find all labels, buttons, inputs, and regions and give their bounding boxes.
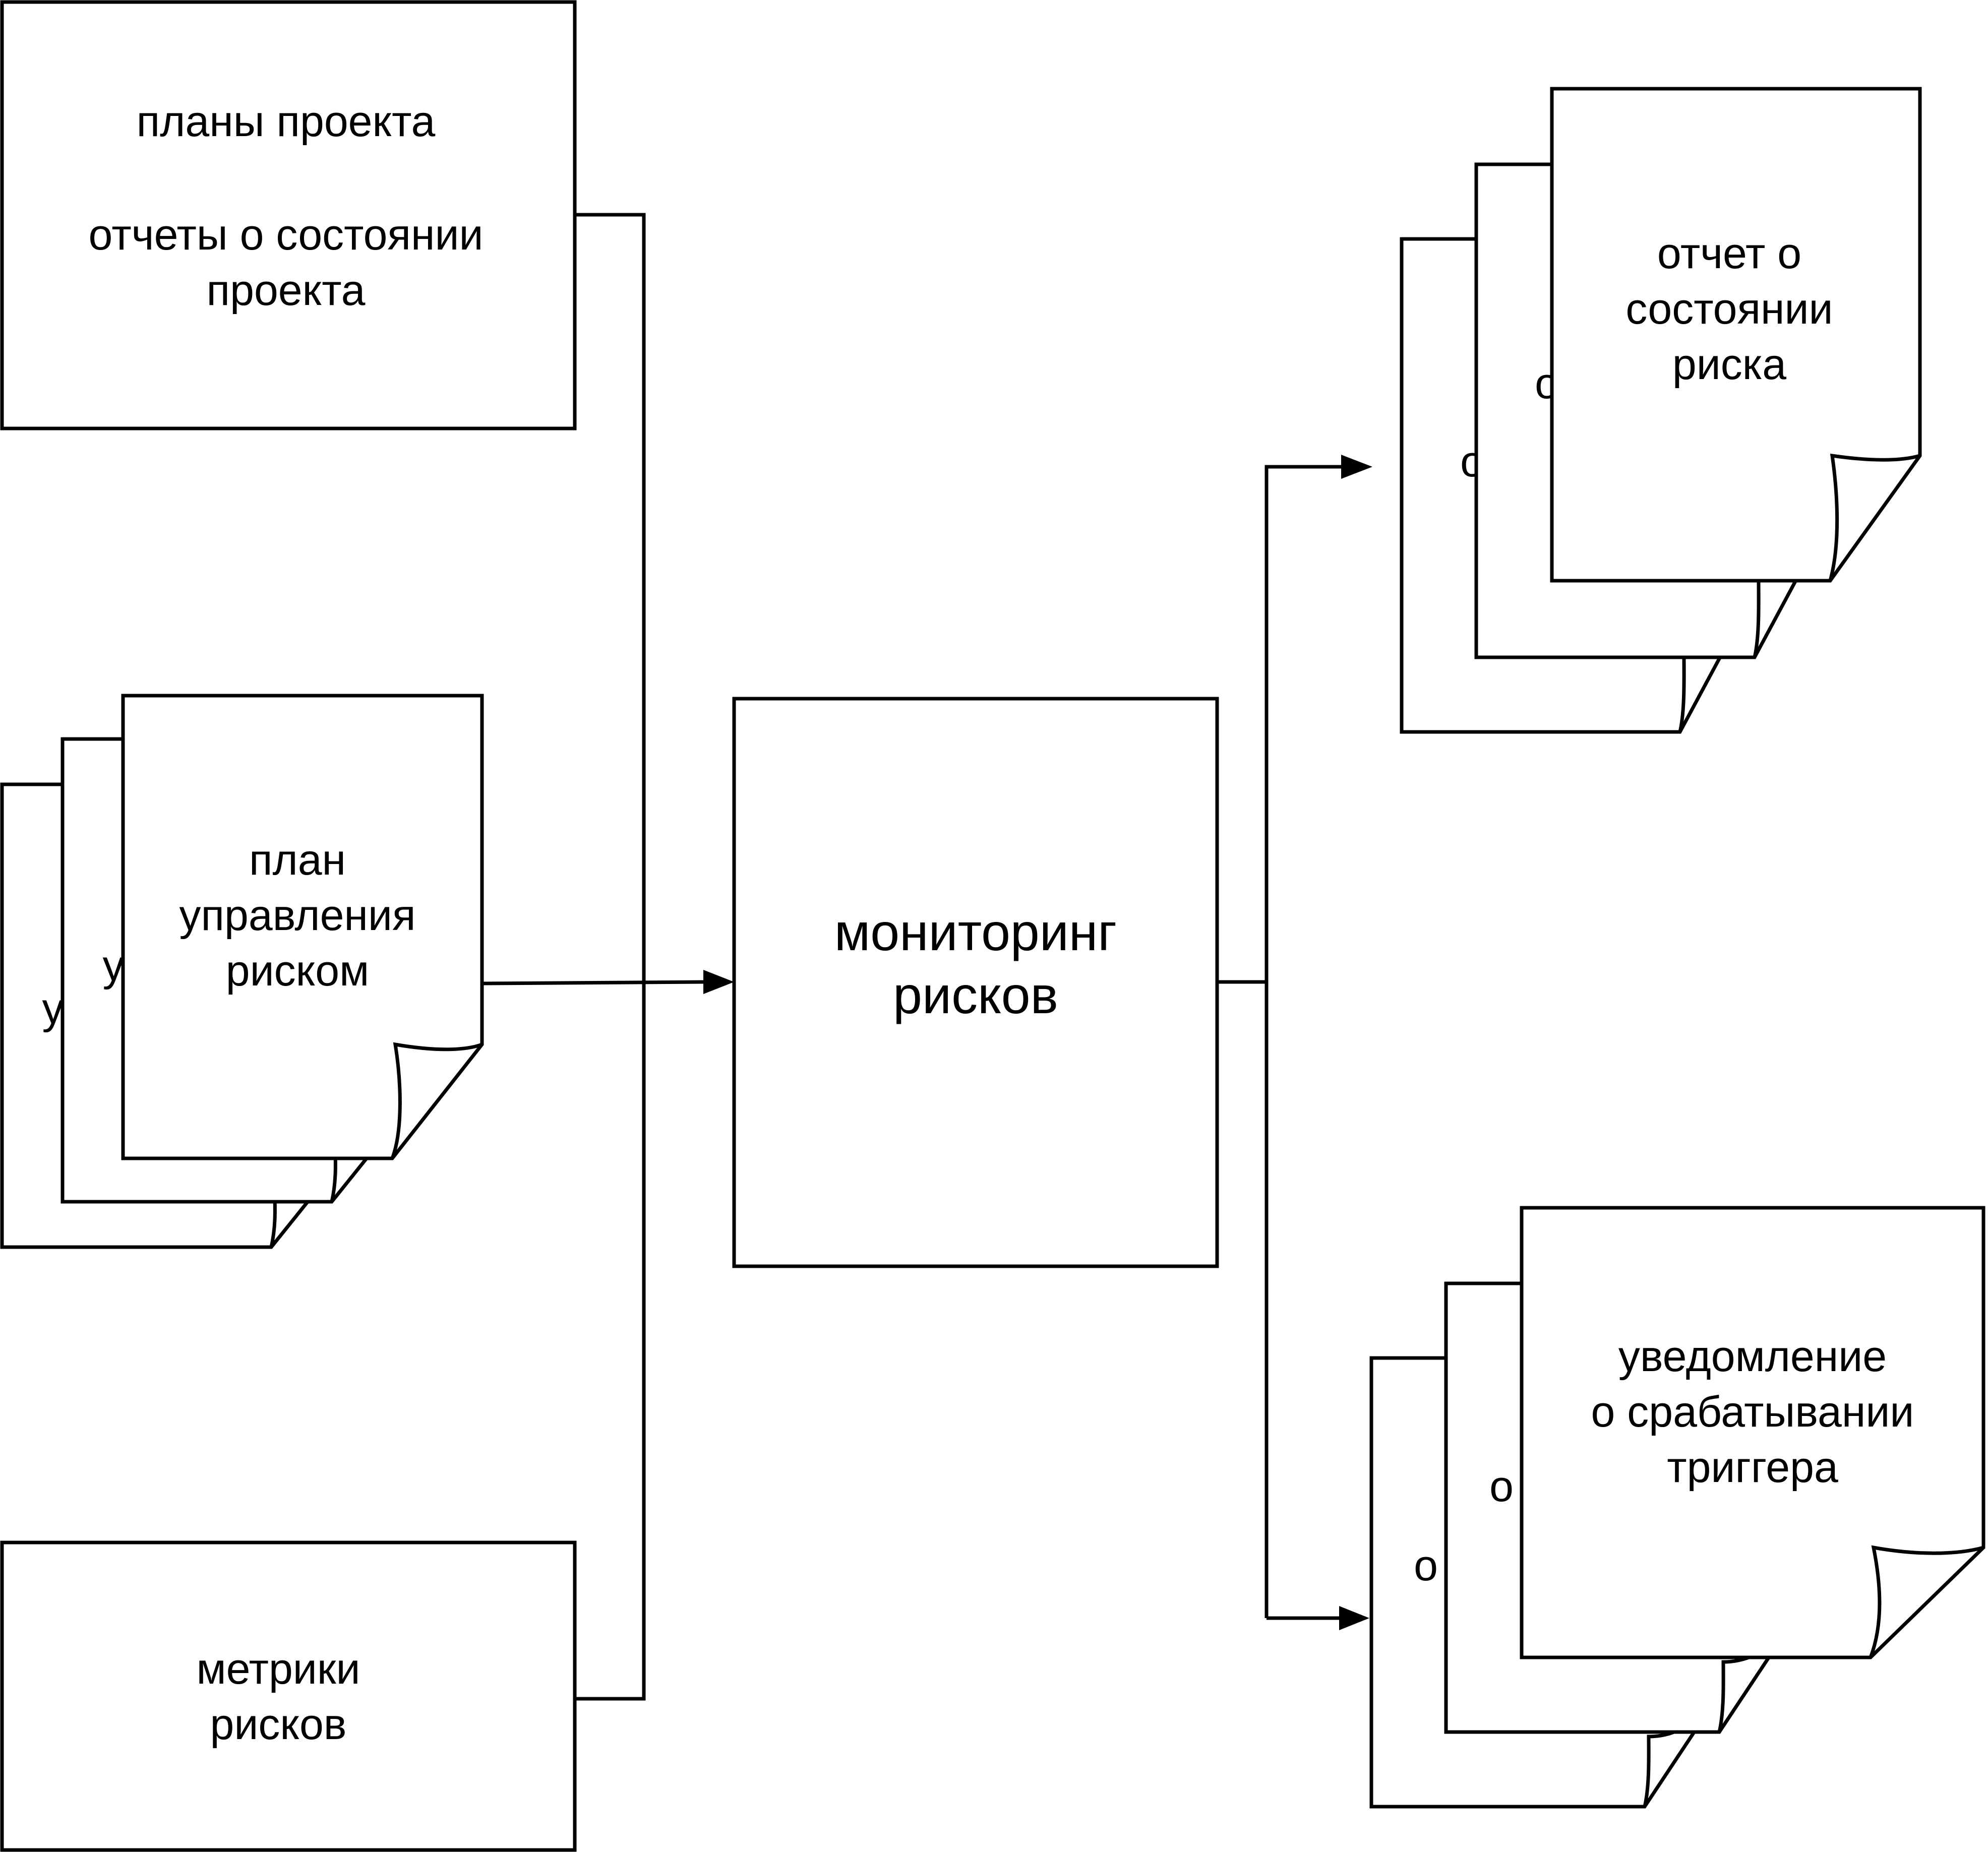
- risk-plan-line1: план: [249, 836, 346, 884]
- process-line2: рисков: [893, 966, 1058, 1025]
- project-plans-line2: отчеты о состоянии: [88, 211, 483, 259]
- project-plans-box: планы проекта отчеты о состоянии проекта: [0, 0, 577, 430]
- input-bus-line: [575, 213, 646, 1701]
- risk-report-document-stack: о о отчет о состоянии риска: [1400, 87, 1922, 734]
- process-line1: мониторинг: [834, 903, 1117, 962]
- risk-monitoring-process-box: мониторинг рисков: [732, 697, 1219, 1268]
- project-plans-line1: планы проекта: [137, 97, 436, 146]
- risk-plan-document-stack: у у план управления риском: [0, 694, 484, 1249]
- risk-report-line2: состоянии: [1625, 285, 1833, 333]
- risk-metrics-line2: рисков: [210, 1700, 347, 1749]
- trigger-notification-document-stack: о о уведомление о срабатывании триггера: [1369, 1206, 1985, 1809]
- risk-plan-line2: управления: [179, 891, 415, 940]
- output-arrow-head-report: [1341, 455, 1372, 479]
- input-connectors: [481, 213, 734, 1701]
- risk-plan-document-front: план управления риском: [121, 694, 484, 1160]
- output-connectors: [1217, 455, 1372, 1630]
- trigger-notification-line1: уведомление: [1618, 1332, 1887, 1381]
- output-bus-line: [1264, 465, 1341, 1618]
- risk-report-document-front: отчет о состоянии риска: [1550, 87, 1922, 583]
- risk-plan-line3: риском: [226, 947, 369, 995]
- trigger-notification-line2: о срабатывании: [1591, 1388, 1914, 1436]
- risk-report-line1: отчет о: [1657, 229, 1801, 278]
- risk-report-line3: риска: [1672, 340, 1786, 389]
- risk-metrics-box: метрики рисков: [0, 1540, 577, 1852]
- trigger-notification-line3: триггера: [1667, 1443, 1838, 1492]
- input-arrow-line: [481, 980, 706, 985]
- trigger-notification-document-front: уведомление о срабатывании триггера: [1520, 1206, 1985, 1659]
- output-arrow-head-notification: [1339, 1606, 1369, 1630]
- risk-metrics-line1: метрики: [196, 1645, 360, 1693]
- risk-plan-middle-text: у: [103, 942, 125, 990]
- project-plans-line3: проекта: [207, 266, 366, 315]
- trigger-notification-back-text: о: [1414, 1541, 1438, 1590]
- trigger-notification-middle-text: о: [1489, 1462, 1514, 1511]
- risk-plan-back-text: у: [42, 984, 64, 1033]
- input-arrow-head: [703, 970, 734, 994]
